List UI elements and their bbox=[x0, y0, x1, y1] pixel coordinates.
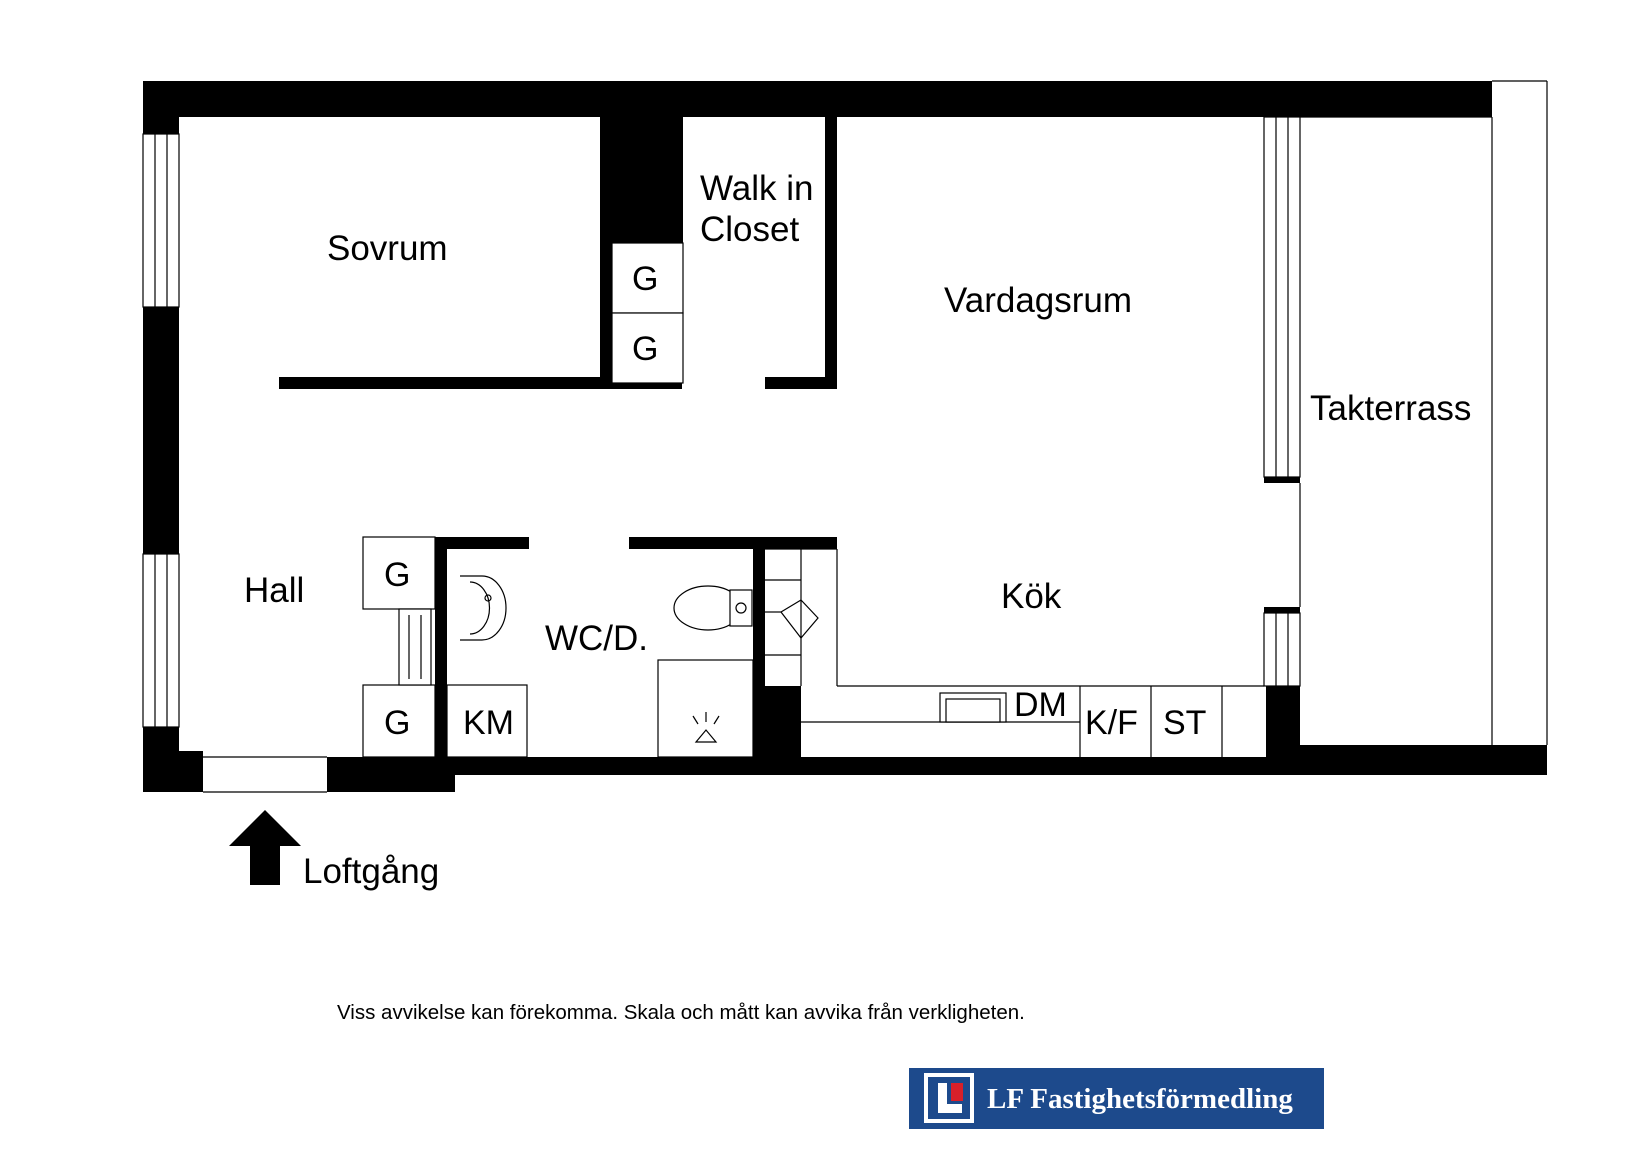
closet-top bbox=[611, 242, 684, 384]
room-label-sovrum: Sovrum bbox=[327, 229, 448, 268]
room-label-walk-in-2: Closet bbox=[700, 210, 799, 249]
entrance-arrow-icon bbox=[229, 810, 301, 885]
label-dm: DM bbox=[1014, 686, 1067, 724]
terrace-outline bbox=[1300, 80, 1548, 745]
left-windows bbox=[142, 133, 180, 728]
closet-label-top-2: G bbox=[632, 330, 658, 368]
logo-background bbox=[909, 1068, 1324, 1129]
room-label-walk-in-1: Walk in bbox=[700, 169, 813, 208]
disclaimer-text: Viss avvikelse kan förekomma. Skala och … bbox=[337, 1001, 1025, 1024]
terrace-windows bbox=[1263, 116, 1301, 687]
label-km: KM bbox=[463, 704, 514, 742]
closet-label-hall-2: G bbox=[384, 704, 410, 742]
logo-text: LF Fastighetsförmedling bbox=[987, 1083, 1293, 1115]
wc-fixtures bbox=[446, 575, 754, 758]
room-label-hall: Hall bbox=[244, 571, 304, 610]
closet-hall bbox=[362, 536, 436, 758]
room-label-kok: Kök bbox=[1001, 577, 1062, 616]
room-label-takterrass: Takterrass bbox=[1310, 389, 1471, 428]
closet-label-top-1: G bbox=[632, 260, 658, 298]
closet-label-hall-1: G bbox=[384, 556, 410, 594]
label-st: ST bbox=[1163, 704, 1206, 742]
interior-walls bbox=[279, 117, 1300, 757]
logo-mark-icon bbox=[924, 1073, 974, 1123]
entrance-door bbox=[203, 756, 327, 793]
exterior-walls bbox=[143, 81, 1547, 792]
label-kf: K/F bbox=[1085, 704, 1138, 742]
room-label-wc: WC/D. bbox=[545, 619, 648, 658]
entrance-label: Loftgång bbox=[303, 852, 439, 891]
kitchen-counter bbox=[765, 548, 1264, 757]
agency-logo: LF Fastighetsförmedling bbox=[909, 1068, 1324, 1129]
room-label-vardagsrum: Vardagsrum bbox=[944, 281, 1132, 320]
